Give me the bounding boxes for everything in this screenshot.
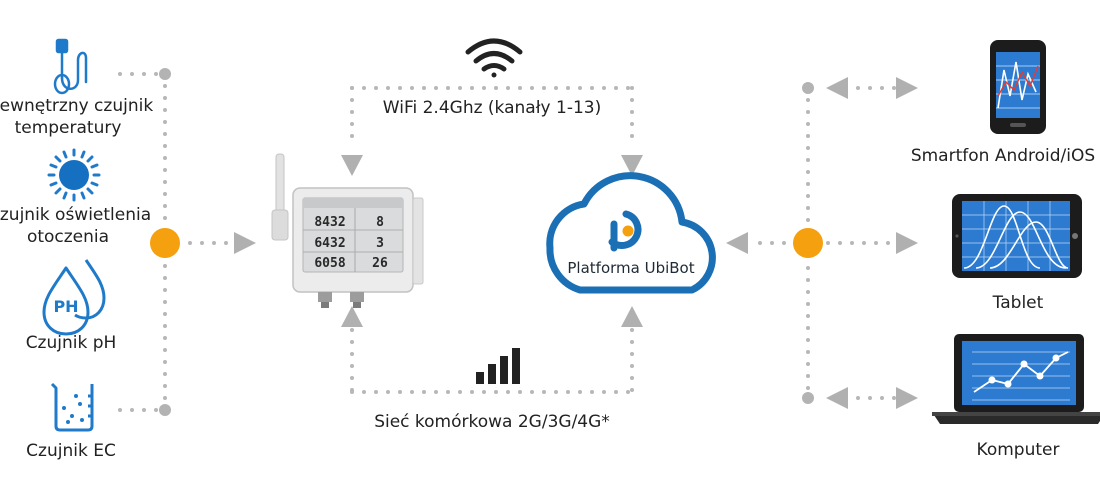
arrow-laptop-right — [896, 387, 918, 409]
smartphone-label: Smartfon Android/iOS — [910, 146, 1096, 166]
node-temp — [159, 68, 171, 80]
cellular-connection-label: Sieć komórkowa 2G/3G/4G* — [374, 412, 610, 432]
arrow-to-cloud — [726, 232, 748, 254]
ambient-light-sensor-label: Czujnik oświetlenia otoczenia — [0, 204, 152, 248]
screen-value-4: 3 — [376, 236, 384, 251]
computer-label: Komputer — [976, 440, 1060, 460]
wifi-icon — [465, 38, 523, 78]
temperature-probe-icon — [53, 38, 88, 95]
device-port-2 — [350, 292, 364, 302]
arrowheads — [234, 77, 918, 409]
arrow-wifi-device — [341, 155, 363, 176]
screen-value-5: 6058 — [314, 256, 345, 271]
screen-value-2: 8 — [376, 215, 384, 230]
ph-sensor-label: Czujnik pH — [25, 333, 117, 353]
arrow-to-device — [234, 232, 256, 254]
arrow-phone-right — [896, 77, 918, 99]
platform-label: Platforma UbiBot — [567, 259, 695, 277]
beaker-icon — [50, 382, 94, 432]
external-temp-sensor-label: Zewnętrzny czujnik temperatury — [0, 95, 154, 139]
node-ec — [159, 404, 171, 416]
sun-icon — [47, 148, 101, 202]
ubibot-device: 8432 8 6432 3 6058 26 — [271, 153, 424, 308]
arrow-cell-cloud — [621, 306, 643, 327]
arrow-tablet-right — [896, 232, 918, 254]
ambient-light-label-line2: otoczenia — [26, 227, 110, 247]
device-port-1 — [318, 292, 332, 302]
screen-value-3: 6432 — [314, 236, 345, 251]
screen-value-1: 8432 — [314, 215, 345, 230]
ph-icon-text: PH — [53, 297, 78, 316]
arrow-phone-left — [826, 77, 848, 99]
tablet-icon — [952, 194, 1082, 278]
sensor-hub-dot — [150, 228, 180, 258]
smartphone-icon — [990, 40, 1046, 134]
external-temp-label-line1: Zewnętrzny czujnik — [0, 96, 154, 116]
tablet-label: Tablet — [992, 293, 1044, 313]
gray-nodes — [159, 68, 814, 416]
ubibot-logo-icon — [608, 210, 642, 252]
arrow-cell-device — [341, 306, 363, 327]
screen-value-6: 26 — [372, 256, 388, 271]
external-temp-label-line2: temperatury — [14, 118, 122, 138]
ec-sensor-label: Czujnik EC — [26, 441, 116, 461]
wifi-connection-label: WiFi 2.4Ghz (kanały 1-13) — [382, 98, 602, 118]
ph-drops-icon — [42, 259, 106, 336]
ambient-light-label-line1: Czujnik oświetlenia — [0, 205, 152, 225]
node-laptop — [802, 392, 814, 404]
device-antenna — [275, 153, 285, 213]
arrow-wifi-cloud — [621, 155, 643, 176]
client-hub-dot — [793, 228, 823, 258]
laptop-icon — [932, 334, 1100, 424]
node-phone — [802, 82, 814, 94]
signal-bars-icon — [476, 348, 520, 384]
arrow-laptop-left — [826, 387, 848, 409]
